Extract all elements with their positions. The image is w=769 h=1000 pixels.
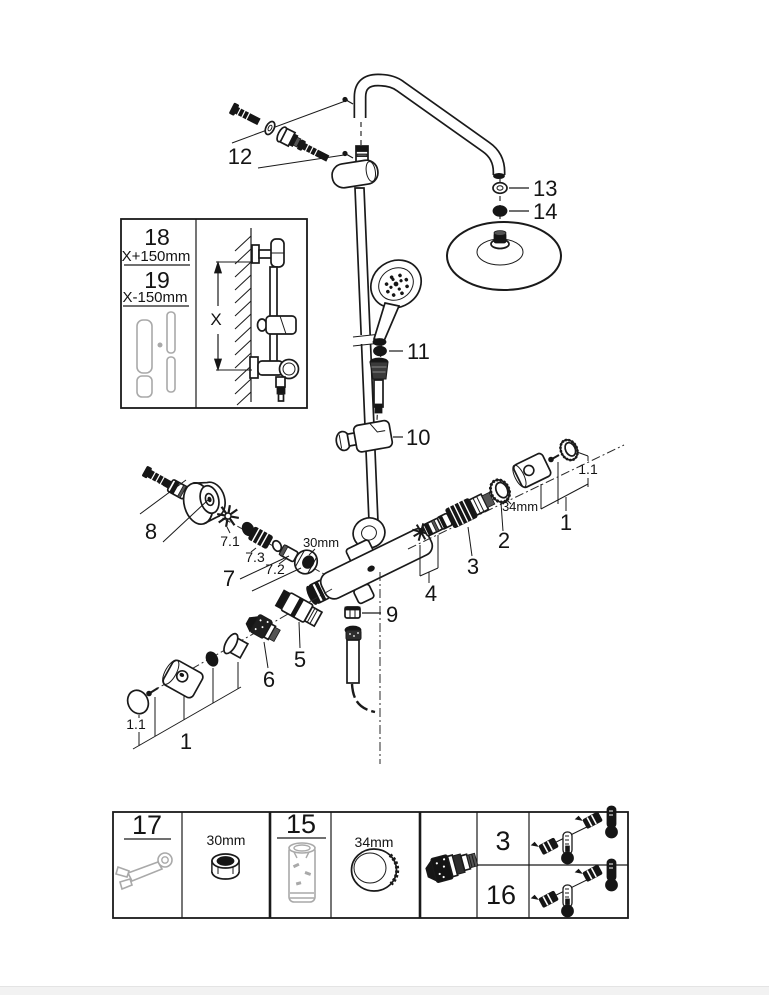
check-valve-3 [436, 491, 496, 530]
rail-tee-connector [331, 145, 379, 189]
callout-7-3: 7.3 [245, 549, 265, 565]
table-label-30mm: 30mm [207, 832, 246, 848]
callout-7-2: 7.2 [265, 561, 285, 577]
escutcheon-1-left [162, 659, 204, 699]
bracket-1-1-right [576, 451, 589, 487]
shower-hose [344, 625, 376, 714]
dimension-arrow-x [213, 260, 253, 372]
table-label-15: 15 [286, 809, 316, 839]
nut-30mm-icon [211, 853, 240, 880]
cartridge-sleeve-7-3 [248, 526, 273, 549]
ring-2 [488, 478, 512, 504]
callout-1-1-left: 1.1 [126, 716, 146, 732]
table-label-17: 17 [132, 810, 162, 840]
spacer-1-right [512, 452, 552, 489]
glider-10 [335, 419, 394, 453]
grub-screw-top [342, 96, 354, 105]
rail-tube-18-icon [136, 319, 153, 398]
wrench-icon [115, 852, 173, 891]
thermostat-valve-body [306, 527, 434, 605]
callout-10: 10 [406, 425, 430, 450]
callout-2: 2 [498, 528, 510, 553]
inset-dimension-label: X [210, 310, 221, 329]
sleeve-tool-icon [288, 842, 316, 903]
inset-part19-length: X-150mm [122, 289, 187, 306]
inset-part18-length: X+150mm [122, 248, 191, 265]
temperature-knob-8 [182, 481, 226, 526]
screw-1-left [146, 687, 159, 697]
outlet-nut-9 [344, 606, 361, 619]
long-screw-icon [297, 139, 330, 162]
screw-1-right [548, 454, 560, 463]
seal-star-7-1 [216, 504, 240, 528]
inset-part18-number: 18 [144, 224, 170, 250]
label-34mm: 34mm [502, 499, 538, 514]
check-valve-6 [245, 614, 281, 643]
callout-1-right: 1 [560, 510, 572, 535]
callout-14: 14 [533, 199, 557, 224]
rail-tube-19-icon [166, 311, 176, 393]
cap-ring-1-1-right [559, 438, 579, 462]
page-bottom-strip [0, 986, 769, 995]
hand-shower [370, 259, 422, 346]
bracket-1-right [540, 462, 589, 511]
small-oring-7 [271, 539, 283, 553]
rail-screw-dot [157, 342, 163, 348]
callout-7-1: 7.1 [220, 533, 240, 549]
mounting-hardware-12: 12 [228, 99, 349, 169]
hose-cone-nut [369, 357, 389, 414]
inset-glider-icon [256, 315, 297, 335]
check-valve-icon [425, 852, 479, 884]
table-label-16: 16 [486, 880, 516, 910]
bracket-4 [419, 535, 439, 583]
washer-icon [264, 120, 276, 136]
oring-left [205, 651, 219, 667]
seal-14 [492, 205, 529, 217]
callout-6: 6 [263, 667, 275, 692]
callout-1-1-right: 1.1 [578, 461, 598, 477]
callout-13: 13 [533, 176, 557, 201]
callout-1-left: 1 [180, 729, 192, 754]
callout-12: 12 [228, 144, 252, 169]
flange-bushing [223, 632, 250, 660]
shower-arm [353, 73, 506, 179]
rail-union-flange [352, 517, 386, 549]
inset-part19-number: 19 [144, 267, 170, 293]
handle-screw-8 [142, 466, 190, 500]
callout-9: 9 [386, 602, 398, 627]
inset-mounting-box: 18 X+150mm 19 X-150mm [120, 218, 308, 409]
right-axis-centerline [407, 444, 625, 550]
table-label-34mm: 34mm [355, 834, 394, 850]
callout-11: 11 [407, 339, 430, 364]
grub-screw-bottom [342, 150, 354, 159]
callout-8: 8 [145, 519, 157, 544]
label-30mm: 30mm [303, 535, 339, 550]
labels-7x: 7.1 7.3 7.2 7 [220, 526, 302, 592]
bracket-1-left [132, 662, 242, 750]
screw-icon [229, 102, 261, 126]
callout-3: 3 [467, 554, 479, 579]
cap-1-1-left [126, 689, 150, 715]
washer-13 [492, 181, 529, 195]
anchor-grommet-icon [276, 126, 304, 149]
ring-34mm-icon [350, 848, 400, 892]
table-label-3: 3 [495, 826, 510, 856]
callout-5: 5 [294, 647, 306, 672]
bracket-8 [139, 479, 209, 543]
inset-valve-icon [249, 356, 300, 402]
sleeve-5 [274, 589, 324, 628]
head-shower [446, 221, 562, 291]
parts-table: 17 30mm 15 [112, 805, 629, 919]
callout-4: 4 [425, 581, 437, 606]
callout-7: 7 [223, 566, 235, 591]
handshower-seal-11 [373, 345, 403, 357]
